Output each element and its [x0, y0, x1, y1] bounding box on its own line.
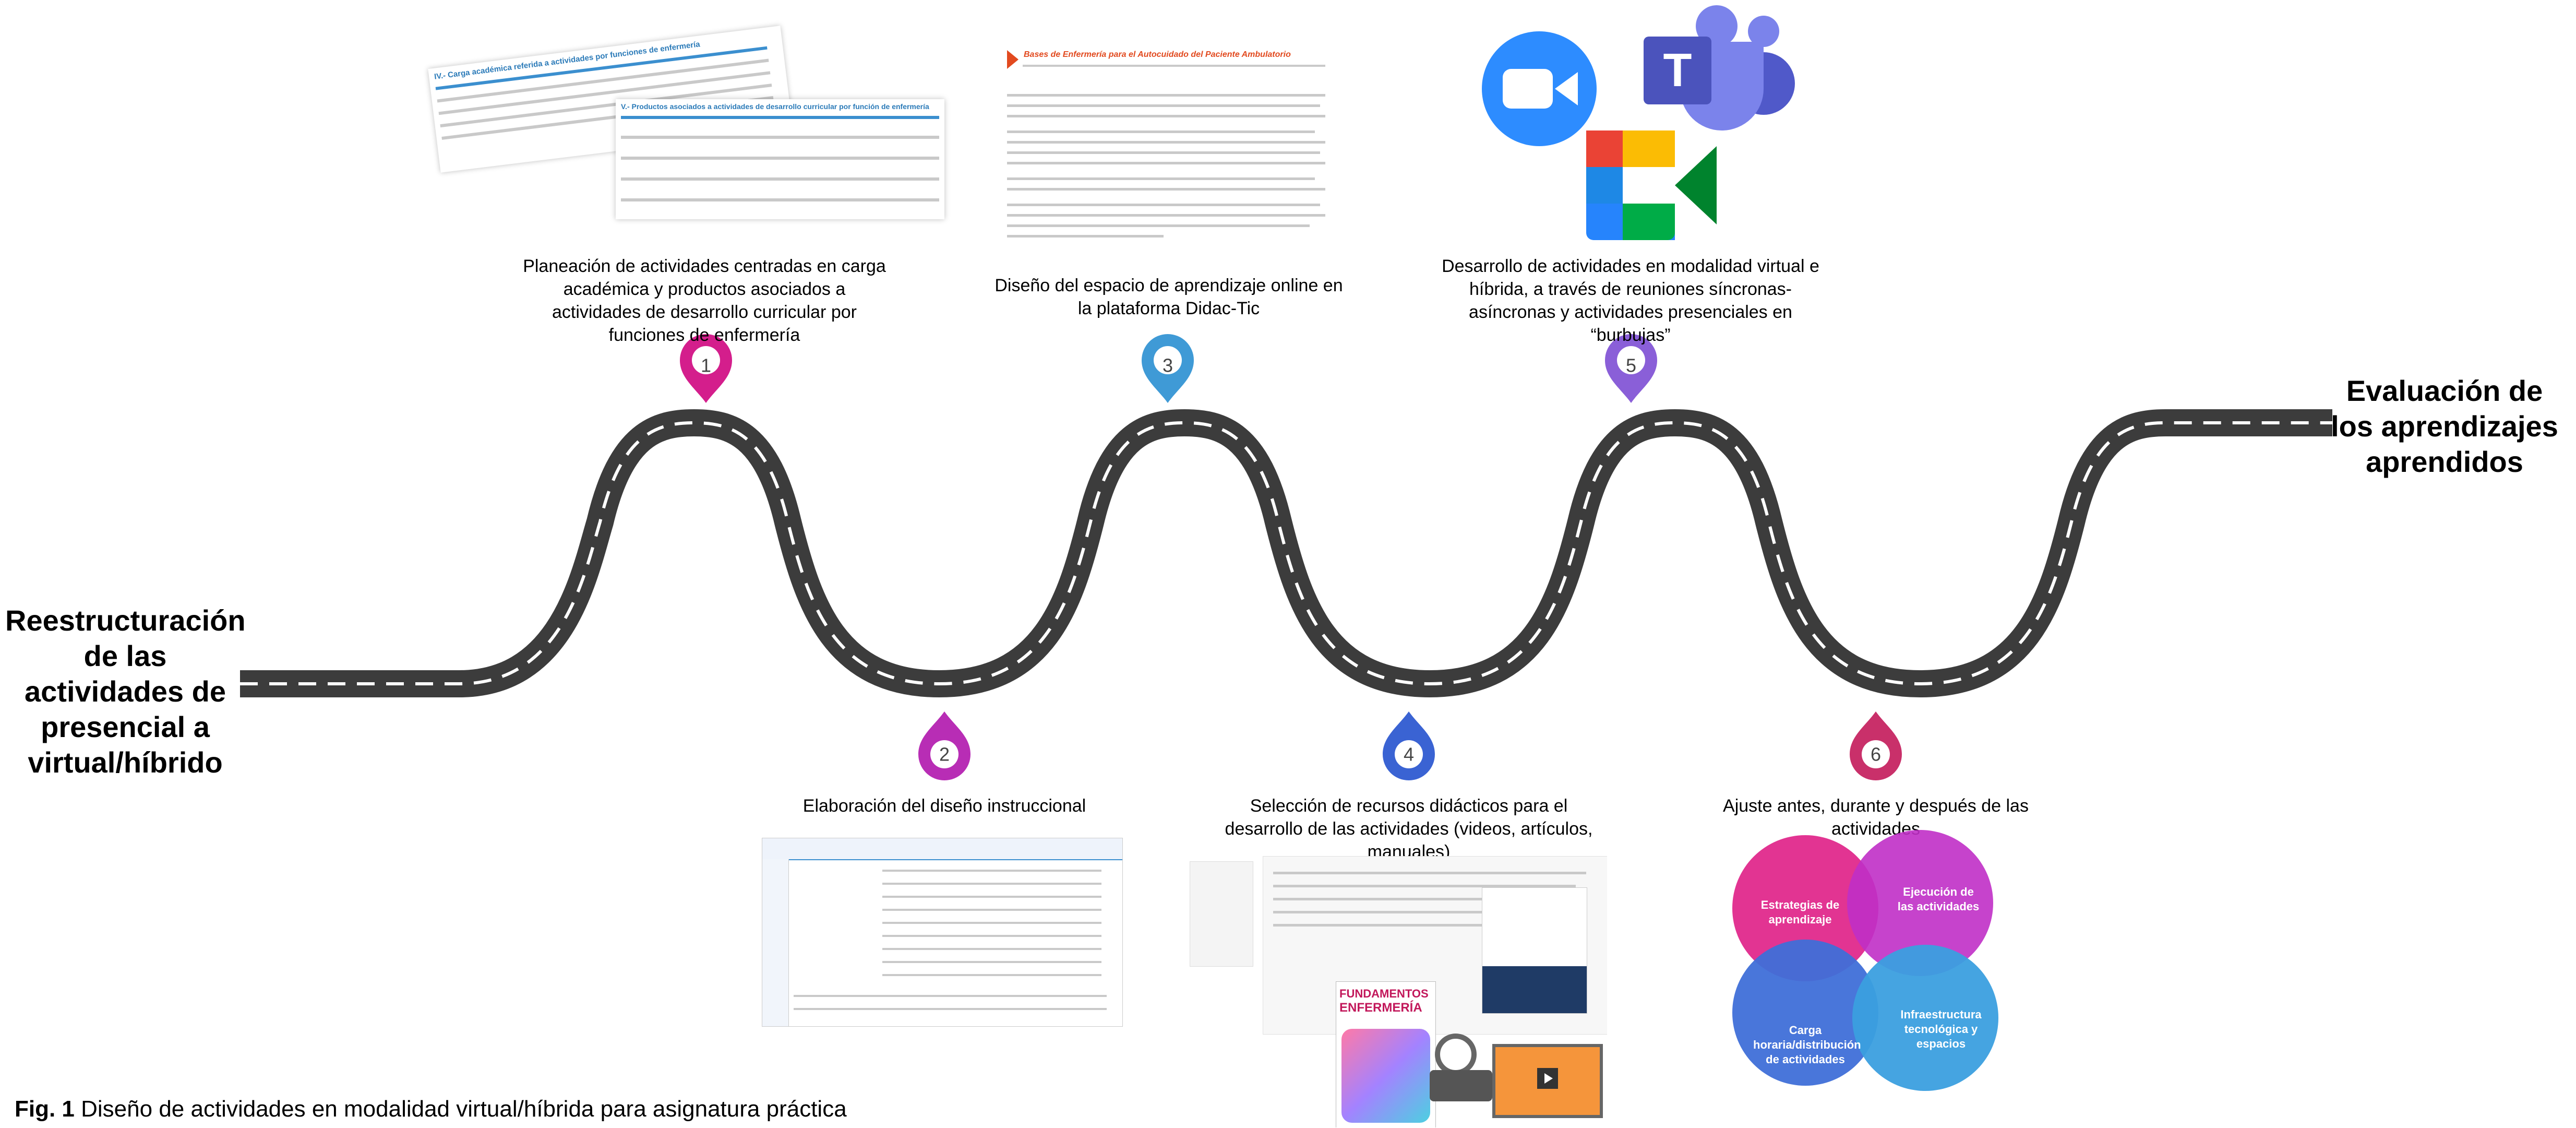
figure-caption-text: Diseño de actividades en modalidad virtu…: [74, 1096, 847, 1122]
step-pin-3: [1142, 334, 1194, 403]
book-title-bottom: ENFERMERÍA: [1339, 1001, 1422, 1015]
manual-cover: [1482, 887, 1587, 1014]
step-caption-6: Ajuste antes, durante y después de las a…: [1723, 796, 2029, 839]
film-camera-icon: [1424, 1023, 1497, 1107]
step-number-4: 4: [1404, 744, 1414, 765]
step-number-3: 3: [1163, 355, 1173, 376]
step-caption-2: Elaboración del diseño instruccional: [802, 796, 1086, 816]
thumbnail-productos-title: V.- Productos asociados a actividades de…: [621, 102, 929, 111]
google-meet-logo-icon: [1586, 130, 1722, 240]
video-player-icon: [1492, 1044, 1603, 1118]
figure-caption-prefix: Fig. 1: [15, 1096, 75, 1122]
step-pin-4: [1383, 711, 1435, 780]
venn-label-infraestructura: Infraestructura tecnológica y espacios: [1900, 1008, 1982, 1050]
thumbnail-productos-table: V.- Productos asociados a actividades de…: [616, 99, 944, 219]
step-pin-2: [918, 711, 971, 780]
thumbnail-didac-tic-page: Bases de Enfermería para el Autocuidado …: [1007, 47, 1336, 245]
start-label: Reestructuración de las actividades de p…: [5, 604, 246, 779]
thumbnail-instructional-design-table: [762, 838, 1123, 1027]
book-cover: FUNDAMENTOS ENFERMERÍA: [1336, 981, 1436, 1127]
step-number-5: 5: [1626, 355, 1636, 376]
venn-label-carga: Carga horaria/distribución de actividade…: [1753, 1024, 1861, 1066]
step-pin-6: [1850, 711, 1902, 780]
step-caption-3: Diseño del espacio de aprendizaje online…: [995, 276, 1343, 318]
venn-label-ejecucion: Ejecución de las actividades: [1897, 885, 1980, 913]
step-number-6: 6: [1871, 744, 1881, 765]
end-label: Evaluación de los aprendizajes aprendido…: [2331, 374, 2558, 478]
venn-label-estrategias: Estrategias de aprendizaje: [1760, 898, 1840, 926]
book-title-top: FUNDAMENTOS: [1339, 987, 1429, 1000]
step-number-2: 2: [939, 744, 950, 765]
venn-diagram: Estrategias de aprendizaje Ejecución de …: [1722, 830, 2035, 1122]
step-pin-5: [1605, 334, 1657, 403]
step-number-1: 1: [701, 355, 711, 376]
step-caption-4: Selección de recursos didácticos para el…: [1225, 796, 1593, 862]
zoom-logo-icon: [1482, 31, 1597, 146]
venn-circle-infraestructura: [1852, 945, 1998, 1091]
arrow-logo-icon: [1007, 50, 1019, 69]
thumbnail-resources-collage: FUNDAMENTOS ENFERMERÍA: [1190, 856, 1607, 1127]
figure-caption: Fig. 1 Diseño de actividades en modalida…: [15, 1096, 847, 1122]
step-caption-5: Desarrollo de actividades en modalidad v…: [1442, 256, 1819, 345]
step-caption-1: Planeación de actividades centradas en c…: [523, 256, 886, 345]
microsoft-teams-logo-icon: T: [1644, 5, 1800, 130]
step-pin-1: [680, 334, 732, 403]
thumbnail-course-title: Bases de Enfermería para el Autocuidado …: [1024, 50, 1291, 59]
